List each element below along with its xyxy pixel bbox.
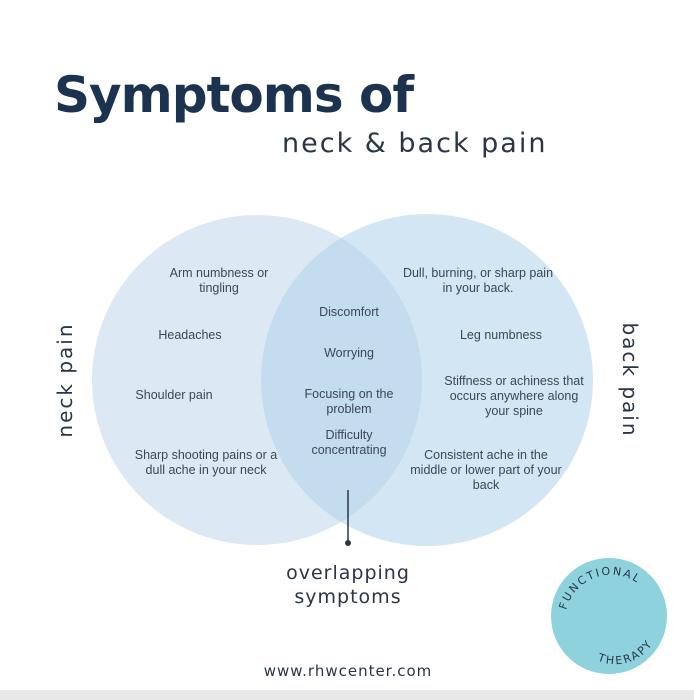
overlap-label-line-1: overlapping [286,562,410,584]
badge-circle [551,558,667,674]
functional-therapy-badge: FUNCTIONAL THERAPY [551,558,667,674]
overlap-pointer-dot [345,540,351,546]
right-symptom-2: Leg numbness [459,328,542,342]
back-pain-label: back pain [618,322,642,438]
bottom-bar [0,690,694,700]
right-symptom-1: Dull, burning, or sharp pain in your bac… [402,266,554,295]
left-symptom-2: Headaches [158,328,222,342]
website-link[interactable]: www.rhwcenter.com [263,662,433,680]
right-symptom-4: Consistent ache in the middle or lower p… [410,448,562,492]
venn-overlap [261,215,422,545]
left-symptom-1: Arm numbness or tingling [169,266,269,295]
left-symptom-3: Shoulder pain [135,388,213,402]
overlap-symptom-1: Discomfort [319,305,379,319]
left-symptom-4: Sharp shooting pains or a dull ache in y… [134,448,278,477]
overlap-symptom-4: Difficulty concentrating [311,428,387,457]
page-title: Symptoms of [54,66,414,124]
overlap-label-line-2: symptoms [294,585,402,608]
overlap-symptom-2: Worrying [324,346,374,360]
overlap-symptom-3: Focusing on the problem [304,387,394,416]
page-subtitle: neck & back pain [282,128,548,159]
neck-pain-label: neck pain [53,322,77,438]
right-symptom-3: Stiffness or achiness that occurs anywhe… [444,374,584,418]
overlapping-symptoms-label: overlapping symptoms [286,562,410,610]
